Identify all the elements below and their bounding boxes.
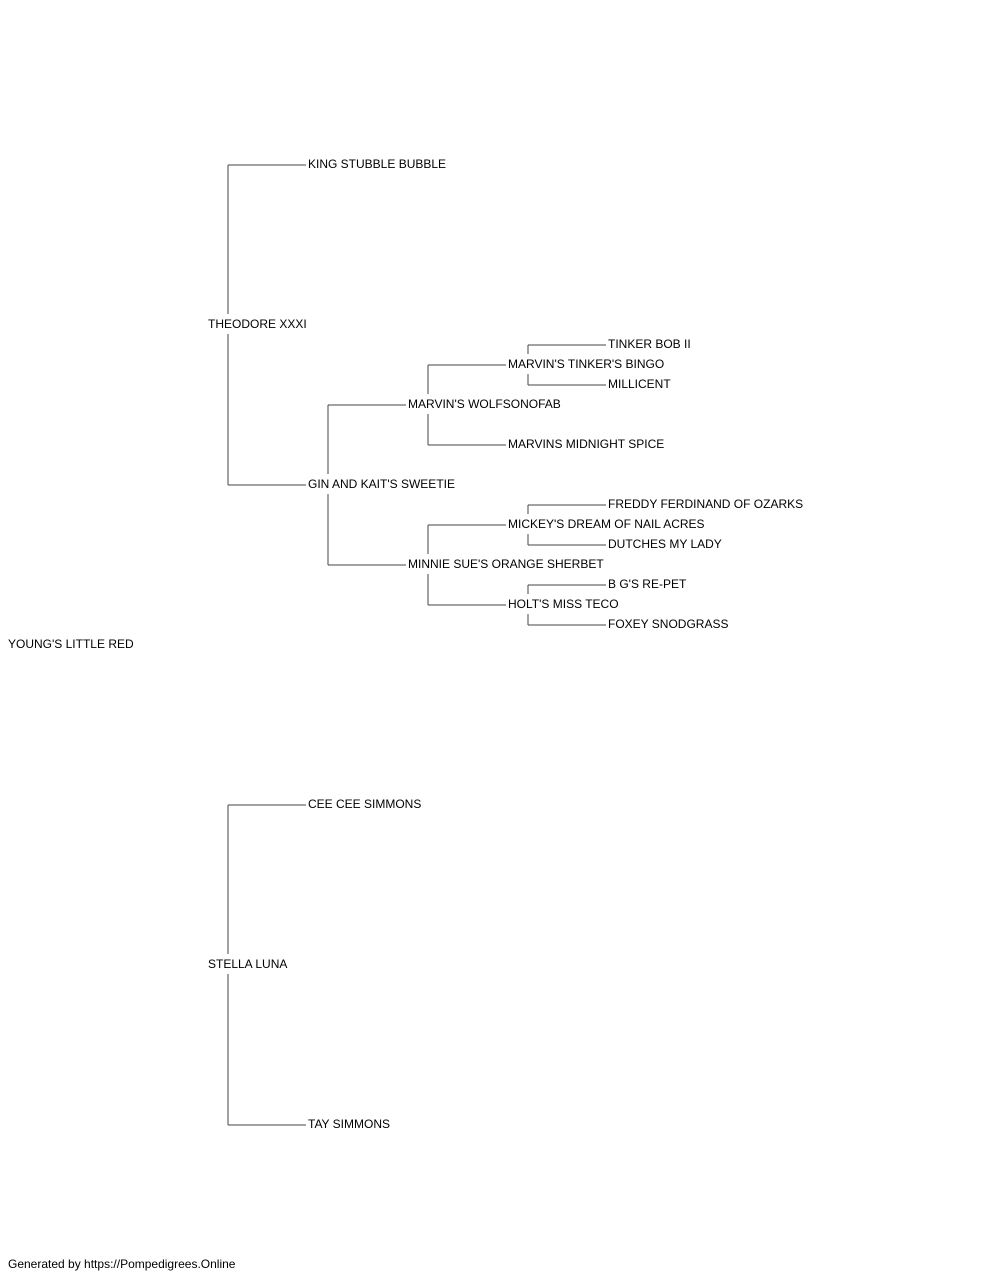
footer-credit: Generated by https://Pompedigrees.Online bbox=[8, 1257, 236, 1271]
dog-name-theodore-xxxi[interactable]: THEODORE XXXI bbox=[208, 317, 307, 331]
dog-name-foxey-snodgrass[interactable]: FOXEY SNODGRASS bbox=[608, 617, 729, 631]
dog-name-tay-simmons[interactable]: TAY SIMMONS bbox=[308, 1117, 391, 1131]
dog-name-king-stubble-bubble[interactable]: KING STUBBLE BUBBLE bbox=[308, 157, 447, 171]
dog-name-subject-young-s-little-red[interactable]: YOUNG'S LITTLE RED bbox=[8, 637, 134, 651]
dog-name-marvin-s-wolfsonofab[interactable]: MARVIN'S WOLFSONOFAB bbox=[408, 397, 561, 411]
dog-name-stella-luna[interactable]: STELLA LUNA bbox=[208, 957, 288, 971]
dog-name-holt-s-miss-teco[interactable]: HOLT'S MISS TECO bbox=[508, 597, 619, 611]
dog-name-freddy-ferdinand-of-ozarks[interactable]: FREDDY FERDINAND OF OZARKS bbox=[608, 497, 804, 511]
dog-name-dutches-my-lady[interactable]: DUTCHES MY LADY bbox=[608, 537, 722, 551]
dog-name-millicent[interactable]: MILLICENT bbox=[608, 377, 671, 391]
dog-name-cee-cee-simmons[interactable]: CEE CEE SIMMONS bbox=[308, 797, 422, 811]
dog-name-mickey-s-dream-of-nail-acres[interactable]: MICKEY'S DREAM OF NAIL ACRES bbox=[508, 517, 705, 531]
dog-name-b-g-s-re-pet[interactable]: B G'S RE-PET bbox=[608, 577, 687, 591]
dog-name-gin-and-kait-s-sweetie[interactable]: GIN AND KAIT'S SWEETIE bbox=[308, 477, 455, 491]
dog-name-tinker-bob-ii[interactable]: TINKER BOB II bbox=[608, 337, 691, 351]
dog-name-marvins-midnight-spice[interactable]: MARVINS MIDNIGHT SPICE bbox=[508, 437, 665, 451]
dog-name-marvin-s-tinker-s-bingo[interactable]: MARVIN'S TINKER'S BINGO bbox=[508, 357, 665, 371]
dog-name-minnie-sue-s-orange-sherbet[interactable]: MINNIE SUE'S ORANGE SHERBET bbox=[408, 557, 604, 571]
